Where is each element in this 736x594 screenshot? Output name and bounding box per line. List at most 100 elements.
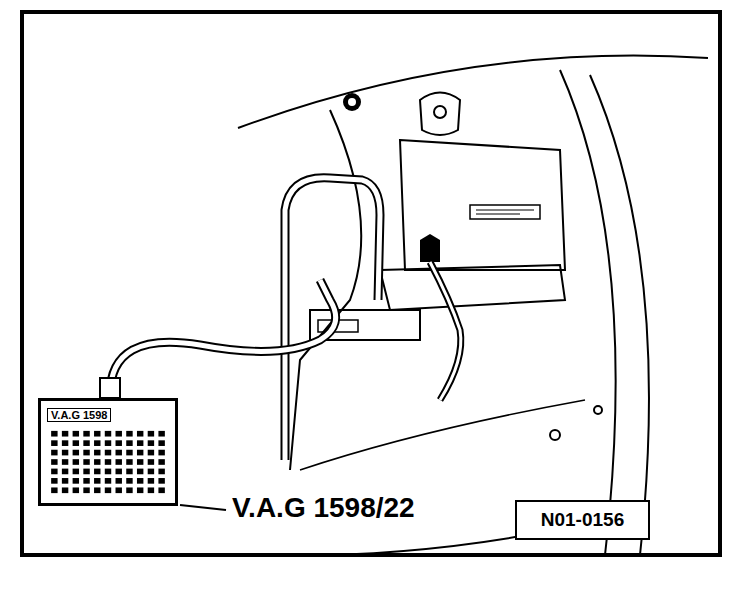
socket (158, 478, 164, 484)
socket (105, 431, 111, 437)
socket (126, 487, 132, 493)
socket (83, 487, 89, 493)
socket (105, 487, 111, 493)
socket (105, 440, 111, 446)
socket (126, 478, 132, 484)
clip (550, 430, 560, 440)
socket (83, 478, 89, 484)
socket (62, 450, 68, 456)
socket (94, 478, 100, 484)
socket (94, 431, 100, 437)
socket (148, 431, 154, 437)
socket (137, 487, 143, 493)
socket (137, 478, 143, 484)
socket (148, 450, 154, 456)
figure-number-box: N01-0156 (515, 500, 650, 540)
socket (126, 440, 132, 446)
panel-edge (560, 70, 616, 555)
test-cable (110, 280, 336, 395)
bolt (343, 93, 361, 111)
figure-number: N01-0156 (541, 509, 624, 531)
adapter-plug (420, 234, 440, 262)
socket (105, 459, 111, 465)
socket (148, 459, 154, 465)
socket (51, 487, 57, 493)
socket (51, 440, 57, 446)
socket (94, 487, 100, 493)
socket (126, 450, 132, 456)
socket (62, 459, 68, 465)
socket (83, 431, 89, 437)
socket (137, 459, 143, 465)
socket (116, 459, 122, 465)
bolt (348, 98, 356, 106)
socket (116, 431, 122, 437)
plate-marking (476, 210, 534, 211)
socket (62, 478, 68, 484)
leader-line (180, 505, 226, 510)
socket (126, 469, 132, 475)
hole (434, 106, 446, 118)
socket (137, 431, 143, 437)
socket (158, 440, 164, 446)
socket (51, 450, 57, 456)
socket (51, 459, 57, 465)
socket (83, 440, 89, 446)
socket (137, 450, 143, 456)
socket (158, 459, 164, 465)
socket (94, 450, 100, 456)
panel-edge (238, 55, 708, 128)
socket (105, 469, 111, 475)
socket (73, 440, 79, 446)
adapter-lead (430, 262, 461, 400)
socket (126, 459, 132, 465)
socket (73, 431, 79, 437)
socket (105, 450, 111, 456)
socket (158, 469, 164, 475)
socket (62, 431, 68, 437)
socket (94, 459, 100, 465)
socket (148, 440, 154, 446)
clip (594, 406, 602, 414)
socket (73, 469, 79, 475)
socket (51, 478, 57, 484)
cable-plug (100, 378, 120, 398)
socket (105, 478, 111, 484)
socket (83, 469, 89, 475)
unit-label-plate (470, 205, 540, 219)
figure-frame (22, 12, 720, 555)
socket (116, 440, 122, 446)
socket (73, 459, 79, 465)
socket (158, 431, 164, 437)
socket (116, 469, 122, 475)
socket (94, 469, 100, 475)
panel-edge (590, 75, 649, 555)
socket (83, 450, 89, 456)
socket (73, 450, 79, 456)
socket (116, 478, 122, 484)
connector-housing (380, 265, 565, 310)
socket (126, 431, 132, 437)
plate-marking (476, 214, 520, 215)
control-unit (400, 140, 565, 270)
test-box: V.A.G 1598 (38, 398, 178, 506)
socket (62, 440, 68, 446)
floor-edge (300, 400, 585, 470)
socket (137, 440, 143, 446)
bracket (420, 93, 460, 136)
socket (116, 450, 122, 456)
socket (62, 469, 68, 475)
test-cable (110, 280, 336, 395)
socket (83, 459, 89, 465)
socket (148, 487, 154, 493)
socket (116, 487, 122, 493)
socket (158, 487, 164, 493)
socket (73, 487, 79, 493)
device-name: V.A.G 1598 (47, 408, 111, 422)
socket (94, 440, 100, 446)
socket (62, 487, 68, 493)
socket (158, 450, 164, 456)
adapter-lead (430, 262, 461, 400)
socket (148, 478, 154, 484)
socket (137, 469, 143, 475)
